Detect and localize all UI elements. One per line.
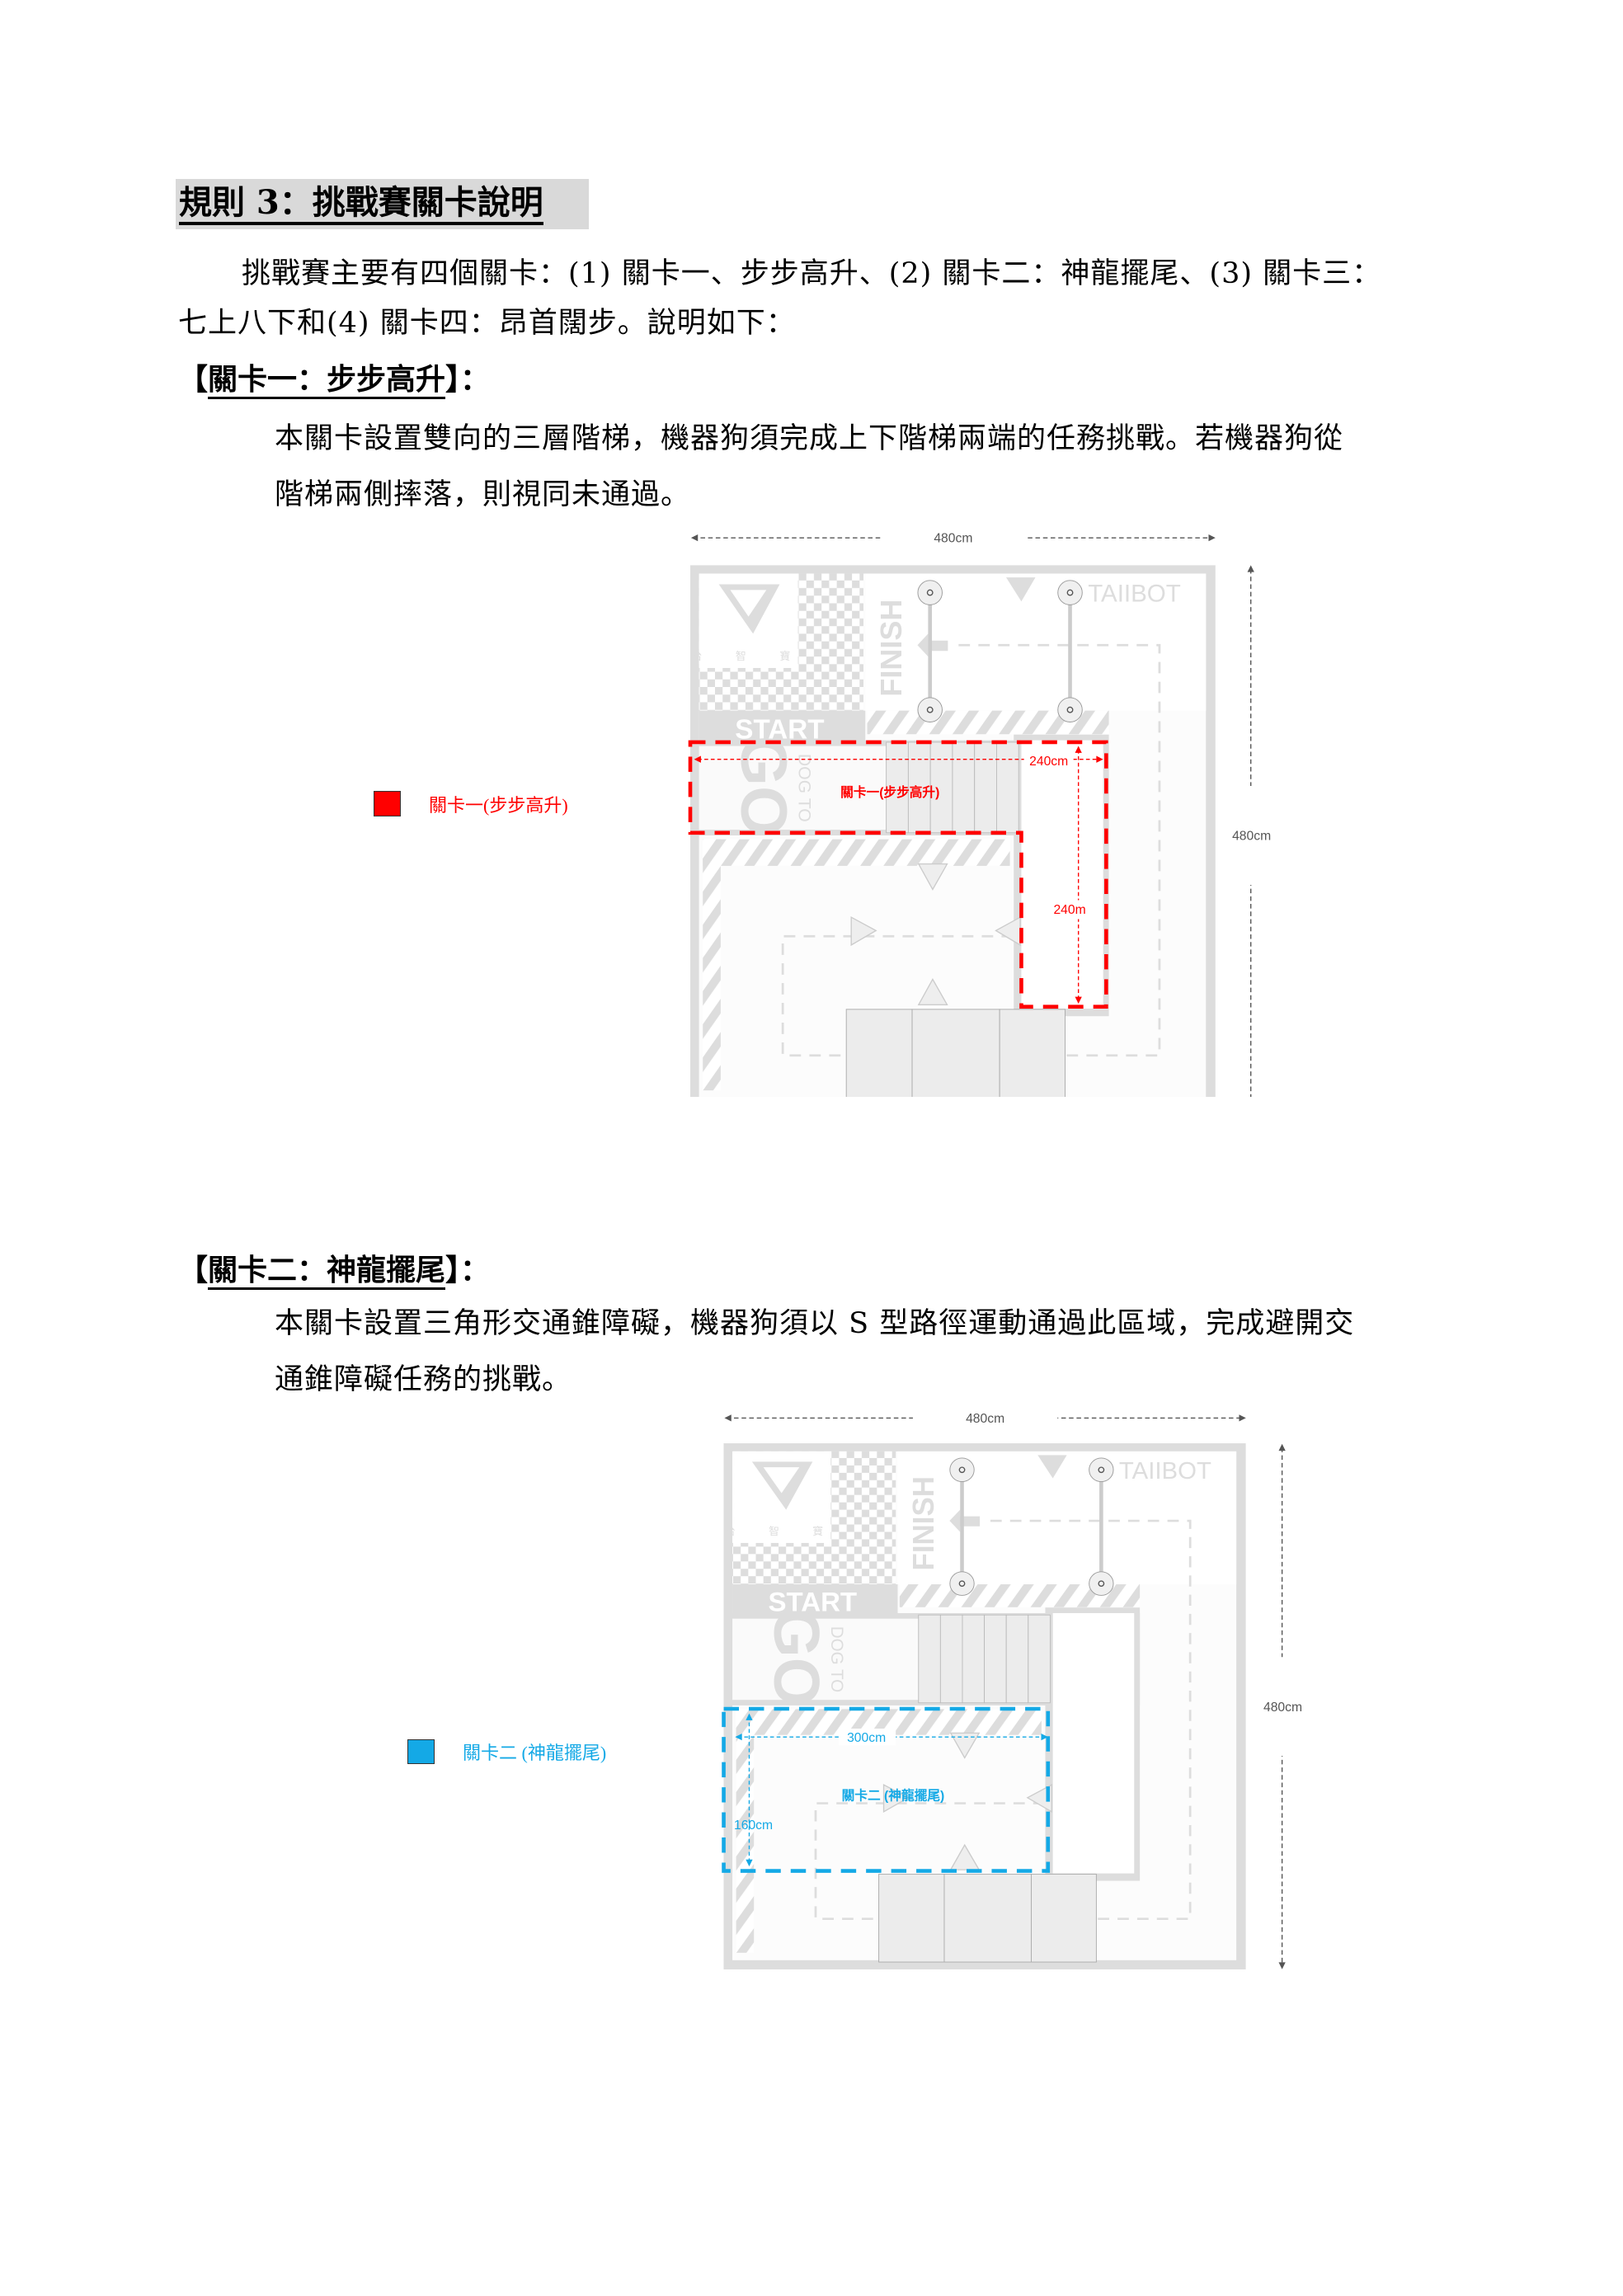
section-heading-1: 【關卡一：步步高升】： bbox=[178, 362, 491, 399]
stair-step bbox=[1005, 1614, 1029, 1704]
start-band bbox=[699, 710, 866, 741]
stair-step bbox=[962, 1614, 986, 1704]
height-label: 480cm bbox=[1232, 830, 1271, 844]
dim-v-label: 160cm bbox=[734, 1818, 773, 1833]
stair-step bbox=[918, 1614, 941, 1704]
platform-box bbox=[943, 1874, 1032, 1963]
logo-text: 台 智 寶 bbox=[725, 1525, 838, 1537]
legend-swatch-blue bbox=[407, 1739, 435, 1764]
finish-arrow-icon bbox=[949, 1509, 981, 1532]
hurdle-post-icon bbox=[949, 1457, 975, 1483]
hurdle-post-center bbox=[958, 1580, 966, 1587]
section-1-line-2: 階梯兩側摔落，則視同未通過。 bbox=[275, 478, 691, 511]
dim-h-label: 300cm bbox=[847, 1731, 886, 1745]
page-title-text: 規則 3：挑戰賽關卡說明 bbox=[179, 183, 543, 225]
dim-v-label: 240m bbox=[1053, 903, 1085, 917]
section-2-line-1: 本關卡設置三角形交通錐障礙，機器狗須以 S 型路徑運動通過此區域，完成避開交 bbox=[275, 1307, 1355, 1340]
width-label: 480cm bbox=[934, 532, 972, 546]
hurdle-post-center bbox=[926, 706, 934, 713]
brand-logo-icon bbox=[1037, 1455, 1067, 1479]
hurdle-post-icon bbox=[1057, 580, 1083, 605]
ramp-surface bbox=[1052, 1612, 1135, 1874]
hurdle-post-center bbox=[1098, 1580, 1105, 1587]
dog-to-label: DOG TO bbox=[795, 754, 814, 822]
legend-label-1: 關卡一(步步高升) bbox=[429, 795, 568, 816]
stair-step bbox=[952, 741, 976, 834]
go-label: GO bbox=[727, 736, 800, 836]
start-band bbox=[732, 1584, 898, 1614]
brand-label: TAIIBOT bbox=[1088, 581, 1181, 608]
logo-icon bbox=[718, 584, 780, 634]
hatch-band-left bbox=[703, 839, 721, 1091]
platform-box bbox=[845, 1009, 913, 1097]
stair-step bbox=[939, 1614, 963, 1704]
traffic-cone-icon bbox=[917, 863, 948, 891]
section-heading-text: 關卡二：神龍擺尾 bbox=[208, 1253, 446, 1290]
stair-step bbox=[984, 1614, 1007, 1704]
hurdle-post-icon bbox=[1089, 1457, 1114, 1483]
page-title: 規則 3：挑戰賽關卡說明 bbox=[176, 179, 589, 229]
traffic-cone-icon bbox=[882, 1784, 910, 1813]
section-1-line-1: 本關卡設置雙向的三層階梯，機器狗須完成上下階梯兩端的任務挑戰。若機器狗從 bbox=[275, 422, 1344, 455]
hatch-band-middle bbox=[703, 839, 1010, 866]
hurdle-post-icon bbox=[1089, 1571, 1114, 1596]
hurdle-post-center bbox=[1066, 706, 1074, 713]
height-label: 480cm bbox=[1263, 1701, 1302, 1715]
width-label: 480cm bbox=[966, 1412, 1004, 1426]
bracket-open: 【 bbox=[178, 362, 209, 397]
go-label: GO bbox=[760, 1608, 832, 1706]
zone-label: 關卡一(步步高升) bbox=[840, 784, 939, 800]
start-label: START bbox=[735, 714, 824, 745]
hurdle-post-icon bbox=[917, 580, 943, 605]
traffic-cone-icon bbox=[1026, 1784, 1052, 1814]
start-label: START bbox=[768, 1587, 857, 1617]
hurdle-post-center bbox=[926, 589, 934, 596]
intro-line-1: 挑戰賽主要有四個關卡：(1) 關卡一、步步高升、(2) 關卡二：神龍擺尾、(3)… bbox=[242, 257, 1382, 290]
stair-step bbox=[974, 741, 997, 834]
brand-logo-icon bbox=[1005, 577, 1036, 602]
hurdle-post-icon bbox=[949, 1571, 975, 1596]
finish-label: FINISH bbox=[874, 600, 908, 697]
section-2-line-2: 通錐障礙任務的挑戰。 bbox=[275, 1363, 572, 1396]
zone-label: 關卡二 (神龍擺尾) bbox=[842, 1787, 945, 1803]
traffic-cone-icon bbox=[917, 977, 948, 1006]
platform-box bbox=[878, 1874, 945, 1963]
traffic-cone-icon bbox=[850, 916, 877, 947]
hurdle-post-center bbox=[958, 1466, 966, 1474]
dog-to-label: DOG TO bbox=[827, 1626, 846, 1692]
stair-step bbox=[1028, 1614, 1051, 1704]
intro-line-2: 七上八下和(4) 關卡四：昂首闊步。說明如下： bbox=[178, 307, 796, 340]
logo-text: 台 智 寶 bbox=[692, 650, 806, 662]
bracket-open: 【 bbox=[178, 1253, 209, 1287]
finish-label: FINISH bbox=[908, 1476, 940, 1570]
legend-label-2: 關卡二 (神龍擺尾) bbox=[463, 1743, 607, 1763]
section-heading-text: 關卡一：步步高升 bbox=[208, 362, 446, 399]
section-heading-2: 【關卡二：神龍擺尾】： bbox=[178, 1253, 491, 1290]
dim-h-label: 240cm bbox=[1029, 755, 1068, 769]
bracket-close: 】： bbox=[445, 362, 491, 397]
logo-icon bbox=[751, 1461, 813, 1510]
platform-box bbox=[911, 1009, 1000, 1097]
traffic-cone-icon bbox=[949, 1843, 981, 1870]
hurdle-post-center bbox=[1098, 1466, 1105, 1474]
platform-box bbox=[999, 1009, 1066, 1097]
brand-label: TAIIBOT bbox=[1119, 1458, 1211, 1484]
traffic-cone-icon bbox=[949, 1732, 981, 1759]
legend-swatch-red bbox=[374, 791, 401, 816]
stage-2-zone-outline bbox=[722, 1706, 1051, 1873]
finish-arrow-icon bbox=[917, 633, 948, 657]
ramp-surface bbox=[1021, 740, 1103, 1009]
hurdle-post-center bbox=[1066, 589, 1074, 596]
hurdle-post-icon bbox=[1057, 697, 1083, 722]
hurdle-post-icon bbox=[917, 697, 943, 722]
stair-step bbox=[995, 741, 1019, 834]
platform-box bbox=[1031, 1874, 1097, 1963]
bracket-close: 】： bbox=[445, 1253, 491, 1287]
stage-1-zone-outline bbox=[688, 740, 1108, 1009]
